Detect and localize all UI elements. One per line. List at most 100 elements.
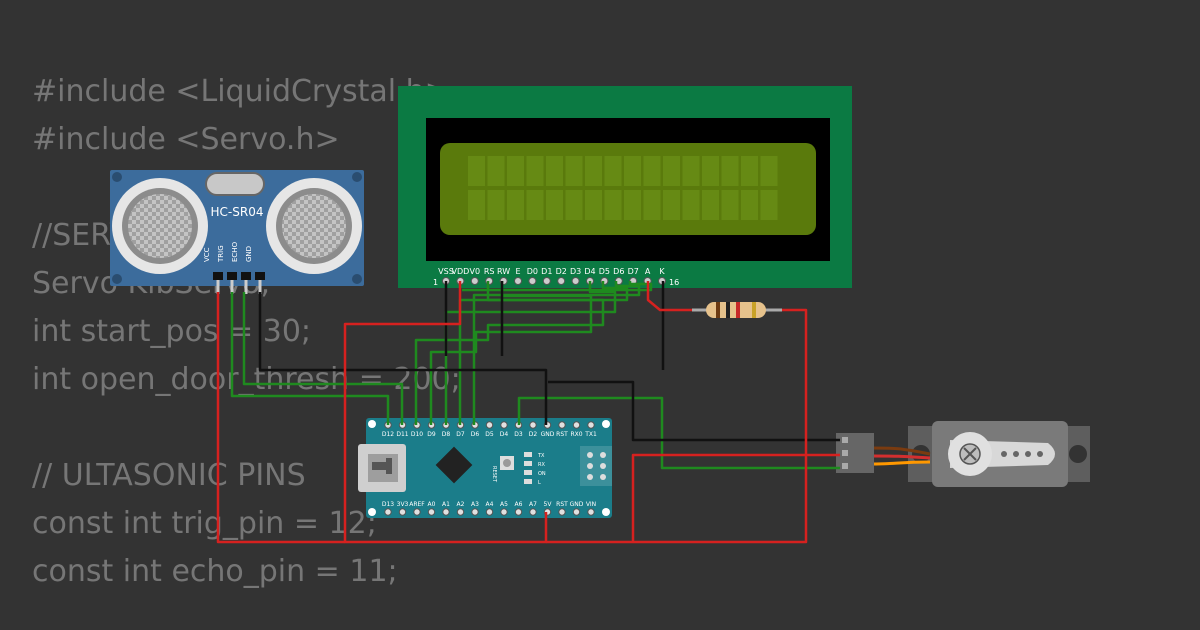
sensor-pin[interactable] bbox=[216, 280, 220, 294]
nano-pin[interactable] bbox=[587, 508, 595, 516]
nano-pin-label: TX1 bbox=[584, 431, 597, 438]
sensor-pin-label: TRIG bbox=[217, 245, 225, 263]
lcd-pin-label: RW bbox=[497, 267, 510, 276]
nano-pin-label: D4 bbox=[500, 431, 509, 438]
nano-pin-label: GND bbox=[541, 431, 555, 438]
wire-e bbox=[429, 281, 593, 425]
nano-pin-label: D13 bbox=[382, 501, 394, 508]
lcd-cell bbox=[468, 156, 485, 186]
lcd-pin-label: D3 bbox=[570, 267, 581, 276]
code-line: const int trig_pin = 12; bbox=[32, 506, 377, 541]
lcd-cell bbox=[565, 156, 583, 186]
code-line: int open_door_thresh = 200; bbox=[32, 362, 461, 397]
nano-pin-label: GND bbox=[570, 501, 584, 508]
lcd-cell bbox=[643, 190, 661, 220]
sensor-pin[interactable] bbox=[244, 280, 248, 294]
lcd-cell bbox=[604, 156, 622, 186]
status-led-label: TX bbox=[537, 453, 545, 459]
nano-pin[interactable] bbox=[427, 508, 436, 516]
nano-pin[interactable] bbox=[413, 508, 421, 516]
lcd-cell bbox=[624, 156, 641, 186]
lcd-cell bbox=[643, 156, 661, 186]
nano-pin-label: D11 bbox=[396, 431, 408, 438]
lcd-cell bbox=[585, 190, 602, 220]
lcd-cell bbox=[663, 156, 680, 186]
nano-pin-label: A3 bbox=[471, 501, 479, 508]
status-led-label: L bbox=[538, 480, 541, 486]
nano-pin-label: 5V bbox=[544, 501, 553, 508]
nano-pin[interactable] bbox=[485, 508, 494, 516]
nano-pin-label: A1 bbox=[442, 501, 450, 508]
nano-pin[interactable] bbox=[587, 421, 595, 429]
lcd-pin[interactable] bbox=[557, 277, 566, 285]
nano-pin-label: D2 bbox=[529, 431, 538, 438]
lcd-pin[interactable] bbox=[542, 277, 551, 285]
servo-motor[interactable] bbox=[836, 421, 1090, 487]
nano-pin[interactable] bbox=[500, 508, 508, 516]
lcd-pin-label: D6 bbox=[613, 267, 624, 276]
lcd-pin-label: VDD bbox=[452, 267, 470, 276]
lcd-pin[interactable] bbox=[571, 277, 580, 285]
nano-pin-label: D6 bbox=[471, 431, 480, 438]
lcd-cell bbox=[663, 190, 680, 220]
wire-lcd-vdd bbox=[343, 281, 548, 544]
lcd-pin[interactable] bbox=[528, 277, 537, 285]
nano-pin-label: D5 bbox=[485, 431, 494, 438]
lcd-pin-label: RS bbox=[484, 267, 495, 276]
lcd-cell bbox=[468, 190, 485, 220]
lcd-cell bbox=[741, 156, 758, 186]
sensor-pin-label: VCC bbox=[203, 247, 211, 262]
nano-pin-label: A5 bbox=[500, 501, 508, 508]
nano-pin[interactable] bbox=[558, 508, 566, 516]
sensor-pin-socket bbox=[255, 272, 265, 280]
lcd-cell bbox=[760, 190, 778, 220]
nano-pin[interactable] bbox=[514, 508, 523, 516]
code-line: int start_pos = 30; bbox=[32, 314, 312, 349]
nano-pin[interactable] bbox=[529, 508, 537, 516]
lcd-cell bbox=[526, 190, 544, 220]
icsp-header bbox=[587, 452, 606, 480]
lcd-cell bbox=[604, 190, 622, 220]
nano-pin[interactable] bbox=[485, 421, 494, 429]
lcd-character-grid bbox=[468, 156, 778, 220]
nano-pin[interactable] bbox=[500, 421, 508, 429]
lcd-pin-label: VSS bbox=[438, 267, 454, 276]
nano-pin-label: RX0 bbox=[570, 431, 582, 438]
lcd-pin-label: D2 bbox=[556, 267, 567, 276]
lcd-cell bbox=[760, 156, 778, 186]
wire-sensor-vcc bbox=[216, 292, 345, 544]
lcd-pin-label: D4 bbox=[584, 267, 595, 276]
code-line: #include <Servo.h> bbox=[32, 122, 340, 157]
nano-pin[interactable] bbox=[384, 508, 392, 516]
nano-pin[interactable] bbox=[572, 421, 581, 429]
lcd-pin[interactable] bbox=[514, 277, 522, 285]
power-wires bbox=[216, 281, 840, 544]
lcd-cell bbox=[682, 156, 700, 186]
resistor[interactable] bbox=[692, 302, 782, 318]
nano-pin-label: RST bbox=[556, 431, 568, 438]
nano-pin[interactable] bbox=[456, 508, 465, 516]
lcd-cell bbox=[546, 190, 563, 220]
sensor-pin[interactable] bbox=[230, 280, 234, 294]
wire-trig bbox=[230, 292, 390, 425]
lcd-cell bbox=[721, 156, 739, 186]
wire-echo bbox=[242, 292, 404, 425]
nano-pin[interactable] bbox=[398, 508, 407, 516]
nano-pin[interactable] bbox=[529, 421, 537, 429]
sensor-pin[interactable] bbox=[258, 280, 262, 294]
code-line: // ULTASONIC PINS bbox=[32, 458, 306, 493]
nano-pin[interactable] bbox=[572, 508, 581, 516]
status-led-label: ON bbox=[538, 471, 546, 477]
nano-pin[interactable] bbox=[442, 508, 450, 516]
nano-pin[interactable] bbox=[471, 508, 479, 516]
nano-pin[interactable] bbox=[558, 421, 566, 429]
lcd-pin[interactable] bbox=[470, 277, 479, 285]
lcd-cell bbox=[741, 190, 758, 220]
left-transducer bbox=[112, 178, 208, 274]
